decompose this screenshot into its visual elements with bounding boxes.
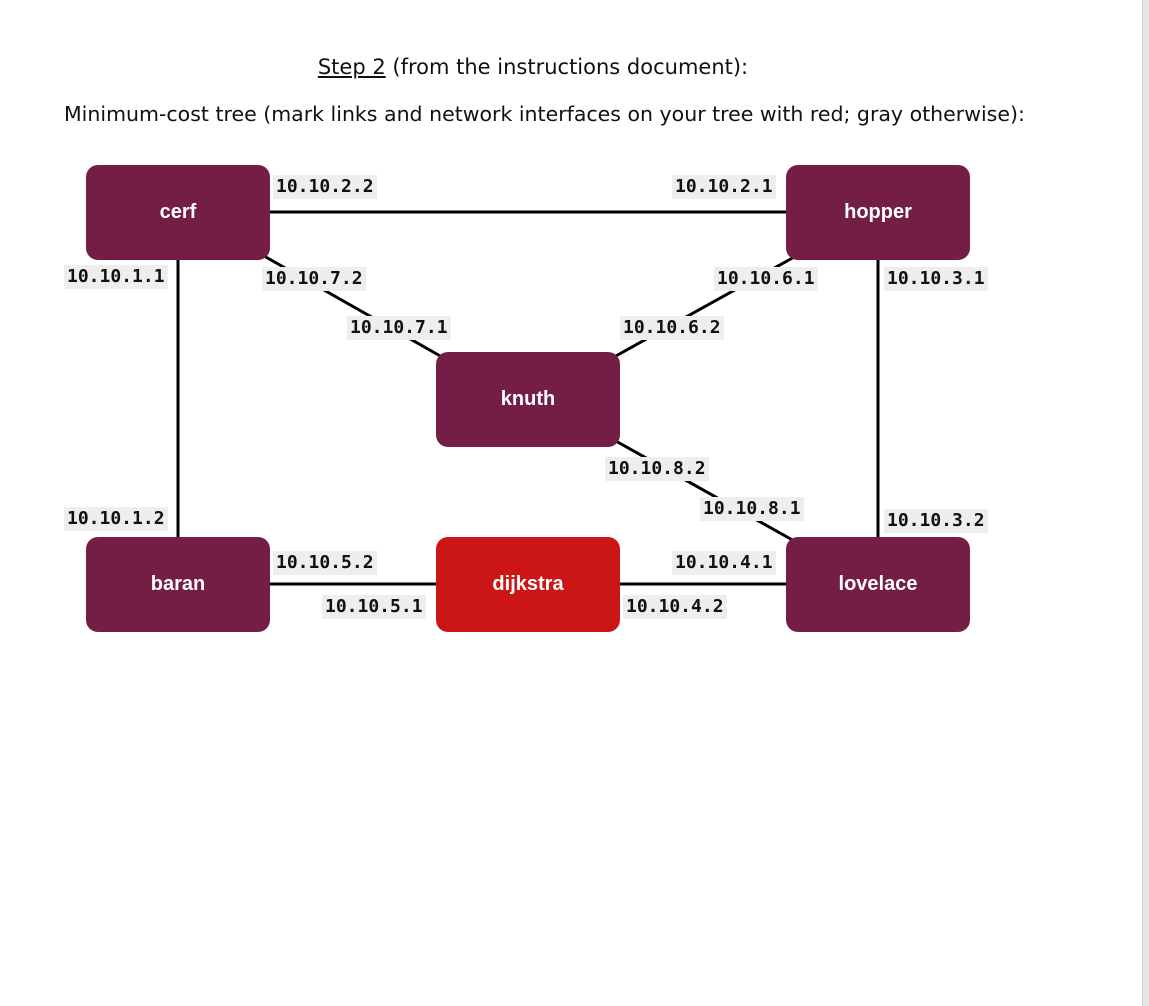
instruction-text: Minimum-cost tree (mark links and networ…: [64, 102, 1025, 126]
ip-cerf-hopper-cerf[interactable]: 10.10.2.2: [273, 175, 377, 199]
node-hopper-label: hopper: [844, 201, 912, 223]
node-hopper[interactable]: hopper: [786, 165, 970, 260]
ip-cerf-knuth-cerf[interactable]: 10.10.7.2: [262, 267, 366, 291]
ip-knuth-lovelace-knuth[interactable]: 10.10.8.2: [605, 457, 709, 481]
node-lovelace[interactable]: lovelace: [786, 537, 970, 632]
node-cerf-label: cerf: [159, 201, 197, 223]
ip-cerf-hopper-hopper[interactable]: 10.10.2.1: [672, 175, 776, 199]
ip-dijkstra-lovelace-dijkstra[interactable]: 10.10.4.2: [623, 595, 727, 619]
node-baran[interactable]: baran: [86, 537, 270, 632]
ip-baran-dijkstra-baran[interactable]: 10.10.5.2: [273, 551, 377, 575]
ip-hopper-lovelace-hopper[interactable]: 10.10.3.1: [884, 267, 988, 291]
ip-cerf-baran-cerf[interactable]: 10.10.1.1: [64, 265, 168, 289]
ip-hopper-knuth-knuth[interactable]: 10.10.6.2: [620, 316, 724, 340]
step-description: (from the instructions document):: [385, 55, 749, 79]
link-knuth-lovelace[interactable]: [613, 438, 797, 544]
ip-dijkstra-lovelace-lovelace[interactable]: 10.10.4.1: [672, 551, 776, 575]
ip-hopper-lovelace-lovelace[interactable]: 10.10.3.2: [884, 509, 988, 533]
ip-cerf-knuth-knuth[interactable]: 10.10.7.1: [347, 316, 451, 340]
ip-baran-dijkstra-dijkstra[interactable]: 10.10.5.1: [322, 595, 426, 619]
node-baran-label: baran: [150, 573, 206, 595]
ip-knuth-lovelace-lovelace[interactable]: 10.10.8.1: [700, 497, 804, 521]
node-cerf[interactable]: cerf: [86, 165, 270, 260]
step-label: Step 2: [317, 55, 386, 79]
node-lovelace-label: lovelace: [838, 573, 918, 595]
ip-cerf-baran-baran[interactable]: 10.10.1.2: [64, 507, 168, 531]
step-heading: Step 2 (from the instructions document):: [0, 55, 1066, 79]
vertical-scrollbar[interactable]: [1142, 0, 1149, 1006]
ip-hopper-knuth-hopper[interactable]: 10.10.6.1: [714, 267, 818, 291]
node-dijkstra[interactable]: dijkstra: [436, 537, 620, 632]
node-knuth-label: knuth: [500, 388, 556, 410]
node-dijkstra-label: dijkstra: [492, 573, 564, 595]
node-knuth[interactable]: knuth: [436, 352, 620, 447]
